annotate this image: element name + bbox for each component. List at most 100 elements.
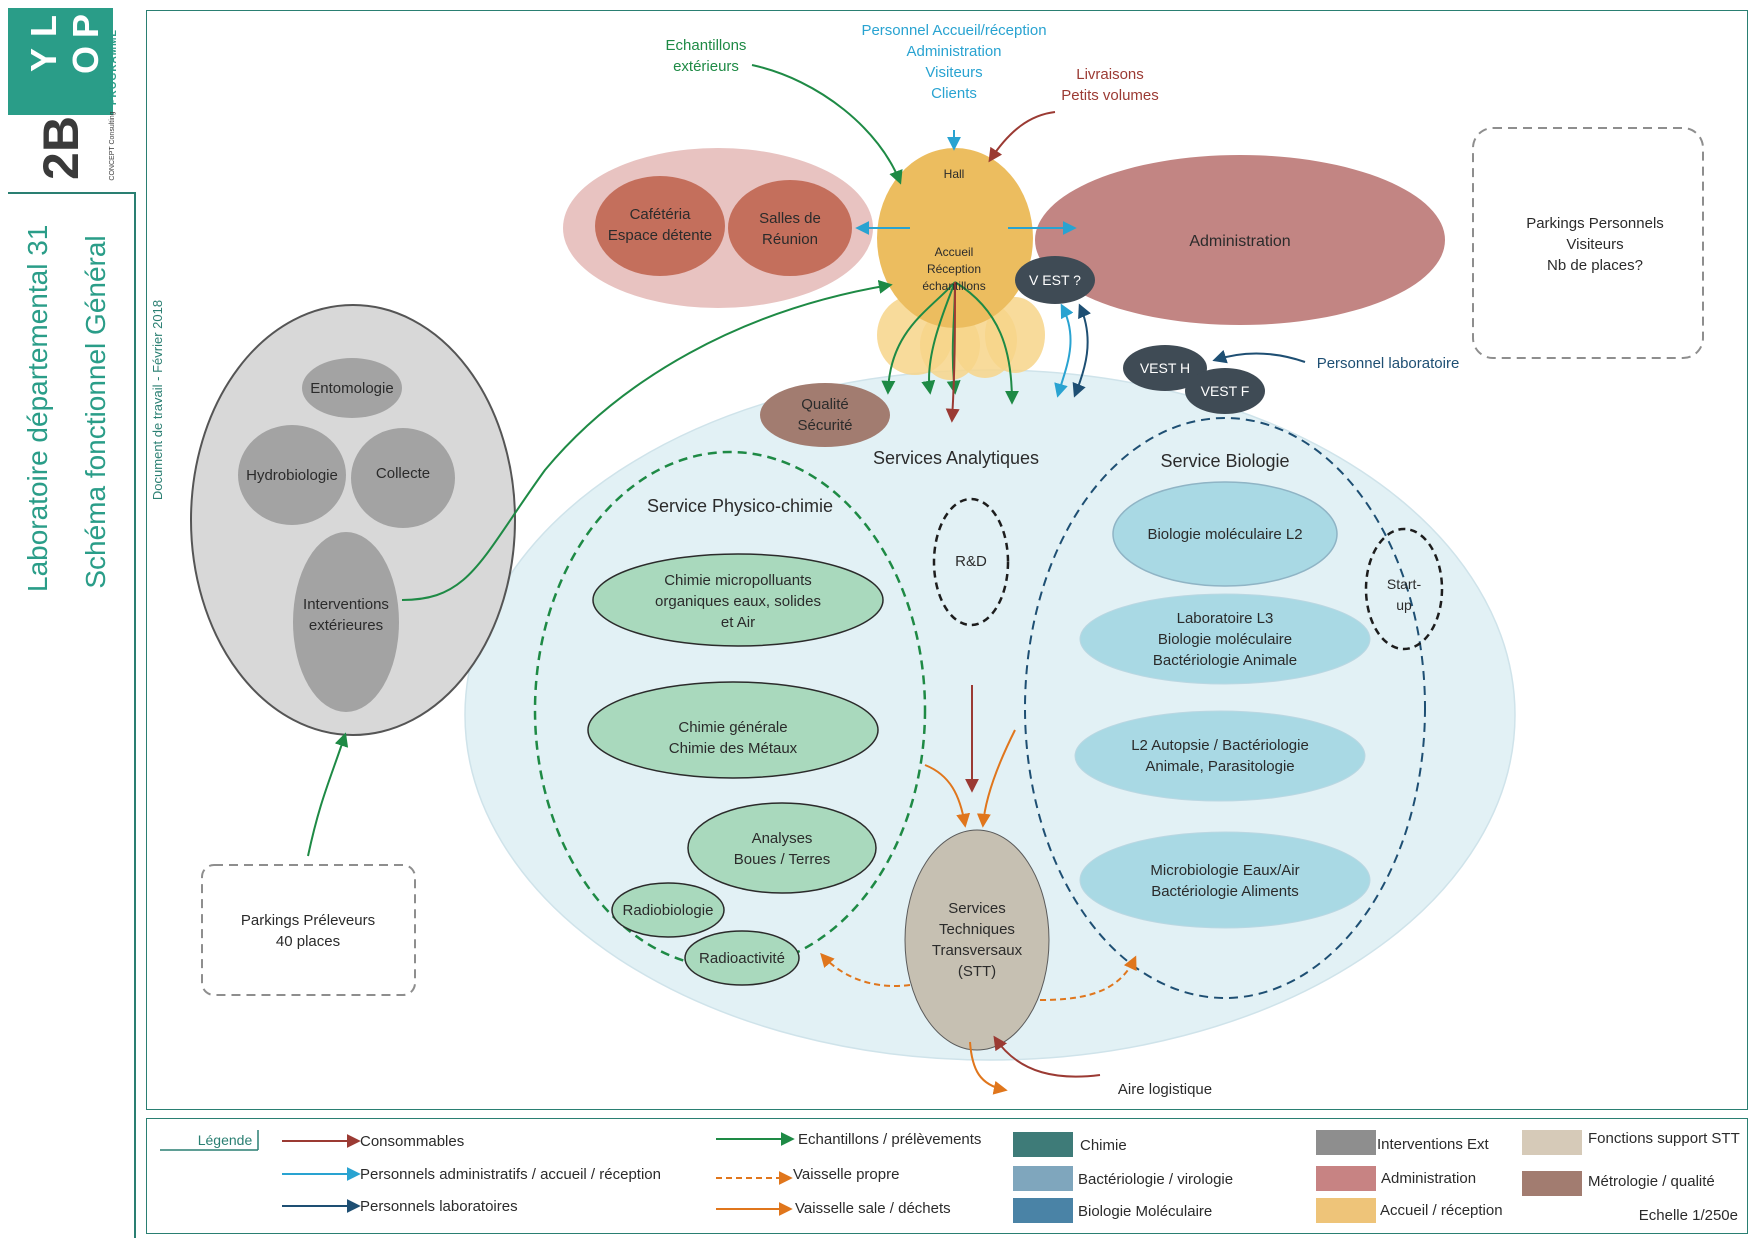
personnel-accueil-label: Personnel Accueil/réception Administrati… (861, 22, 1046, 102)
startup-label: Start- up (1387, 576, 1422, 613)
arrow-vest-blue (1054, 303, 1074, 398)
livraisons-line: Petits volumes (1061, 87, 1159, 104)
cafeteria-line: Cafétéria (630, 206, 692, 223)
laboratoire-l3-line: Biologie moléculaire (1158, 631, 1292, 648)
qualite-line: Qualité (801, 396, 849, 413)
analyses-boues-line: Boues / Terres (734, 851, 830, 868)
entomologie-label: Entomologie (310, 380, 393, 397)
echantillons-ext-label: Echantillons extérieurs (666, 37, 747, 75)
laboratoire-l3-line: Bactériologie Animale (1153, 652, 1297, 669)
l2-autopsie-line: L2 Autopsie / Bactériologie (1131, 737, 1309, 754)
legend-swatch-label-accueil: Accueil / réception (1380, 1202, 1503, 1219)
legend-swatch-label-chimie: Chimie (1080, 1137, 1127, 1154)
vest-ellipse (1015, 256, 1095, 304)
legend-arrows: Consommables Personnels administratifs /… (282, 1131, 981, 1217)
service-physico-label: Service Physico-chimie (647, 496, 833, 516)
accueil-petal-4 (985, 297, 1045, 373)
rd-outline (932, 497, 1010, 627)
stt-line: Transversaux (932, 942, 1023, 959)
sidebar: P O L Y PROGRAMME 2B CONCEPT Consulting … (0, 0, 165, 1240)
legend-label-personnels-admin: Personnels administratifs / accueil / ré… (360, 1166, 661, 1183)
chimie-micropolluants-line: organiques eaux, solides (655, 593, 821, 610)
radiobiologie-ellipse (611, 882, 725, 938)
qualite-line: Sécurité (797, 417, 852, 434)
radiobiologie-label: Radiobiologie (623, 902, 714, 919)
microbiologie-line: Bactériologie Aliments (1151, 883, 1299, 900)
administration-ellipse (1035, 155, 1445, 325)
vest-h-ellipse (1123, 345, 1207, 391)
livraisons-line: Livraisons (1076, 66, 1144, 83)
chimie-micropolluants-line: Chimie micropolluants (664, 572, 812, 589)
microbiologie-label: Microbiologie Eaux/Air Bactériologie Ali… (1150, 862, 1299, 900)
startup-line: up (1396, 597, 1412, 613)
analyses-boues-ellipse (687, 802, 877, 894)
l2-autopsie-ellipse (1074, 710, 1366, 802)
vest-label: V EST ? (1029, 272, 1081, 288)
vest-f-label: VEST F (1201, 383, 1250, 399)
services-analytiques-label: Services Analytiques (873, 448, 1039, 468)
diagram-frame (146, 10, 1748, 1110)
rd-label: R&D (955, 553, 987, 570)
stt-line: Services (948, 900, 1006, 917)
hydrobiologie-label: Hydrobiologie (246, 467, 338, 484)
l2-autopsie-label: L2 Autopsie / Bactériologie Animale, Par… (1131, 737, 1309, 775)
hall-label: Hall (944, 167, 965, 181)
legend-label-vaisselle-propre: Vaisselle propre (793, 1166, 899, 1183)
arrow-vaisselle-sale-in-2 (976, 729, 1016, 828)
legend-swatch-stt (1522, 1130, 1582, 1155)
stt-line: (STT) (958, 963, 996, 980)
echantillons-ext-line: Echantillons (666, 37, 747, 54)
analyses-boues-line: Analyses (752, 830, 813, 847)
chimie-micropolluants-line: et Air (721, 614, 755, 631)
accueil-line: échantillons (922, 279, 985, 293)
arrow-accueil-consommables (945, 281, 960, 423)
accueil-line: Accueil (935, 245, 974, 259)
chimie-generale-ellipse (587, 681, 879, 779)
chimie-micropolluants-ellipse (592, 553, 884, 647)
parkings-personnels-label: Parkings Personnels Visiteurs Nb de plac… (1526, 215, 1664, 274)
startup-line: Start- (1387, 576, 1422, 592)
startup-outline (1364, 527, 1444, 651)
service-physico-outline (533, 450, 927, 970)
parkings-preleveurs-line: 40 places (276, 933, 340, 950)
arrow-livraisons-to-hall (988, 111, 1056, 163)
accueil-label: Accueil Réception échantillons (922, 245, 985, 293)
legend-swatch-chimie (1013, 1132, 1073, 1157)
qualite-label: Qualité Sécurité (797, 396, 852, 434)
interventions-ext-line: extérieures (309, 617, 383, 634)
qualite-ellipse (760, 383, 890, 447)
arrow-echantillons-to-hall (751, 64, 903, 185)
vest-f-ellipse (1185, 368, 1265, 414)
l2-autopsie-line: Animale, Parasitologie (1145, 758, 1294, 775)
personnel-accueil-line: Personnel Accueil/réception (861, 22, 1046, 39)
cafeteria-label: Cafétéria Espace détente (608, 206, 712, 244)
laboratoire-l3-ellipse (1079, 593, 1371, 685)
radioactivite-ellipse (684, 930, 800, 986)
interventions-ext-label: Interventions extérieures (303, 596, 389, 634)
accueil-line: Réception (927, 262, 981, 276)
legend-swatch-label-bacteriologie: Bactériologie / virologie (1078, 1171, 1233, 1188)
interventions-ext-ellipse (293, 532, 399, 712)
scale-label: Echelle 1/250e (1639, 1207, 1738, 1224)
personnel-accueil-line: Clients (931, 85, 977, 102)
microbiologie-line: Microbiologie Eaux/Air (1150, 862, 1299, 879)
cafeteria-ellipse (595, 176, 725, 276)
laboratoire-l3-label: Laboratoire L3 Biologie moléculaire Bact… (1153, 610, 1297, 669)
salles-reunion-line: Réunion (762, 231, 818, 248)
legend-swatch-metrologie (1522, 1171, 1582, 1196)
parkings-preleveurs-box (201, 864, 416, 996)
parkings-personnels-line: Visiteurs (1566, 236, 1623, 253)
legend-swatches: Chimie Bactériologie / virologie Biologi… (1013, 1130, 1740, 1223)
arrow-accueil-down-4 (954, 281, 1019, 405)
legend-swatch-label-metrologie: Métrologie / qualité (1588, 1173, 1715, 1190)
legend-swatch-biologie-moleculaire (1013, 1198, 1073, 1223)
interventions-group-ellipse (190, 304, 516, 736)
stt-ellipse (904, 829, 1050, 1051)
hall-ellipse (877, 148, 1033, 328)
service-bio-label: Service Biologie (1160, 451, 1289, 471)
personnel-labo-label: Personnel laboratoire (1317, 355, 1460, 372)
salles-reunion-line: Salles de (759, 210, 821, 227)
entomologie-ellipse (302, 358, 402, 418)
chimie-generale-line: Chimie générale (678, 719, 787, 736)
